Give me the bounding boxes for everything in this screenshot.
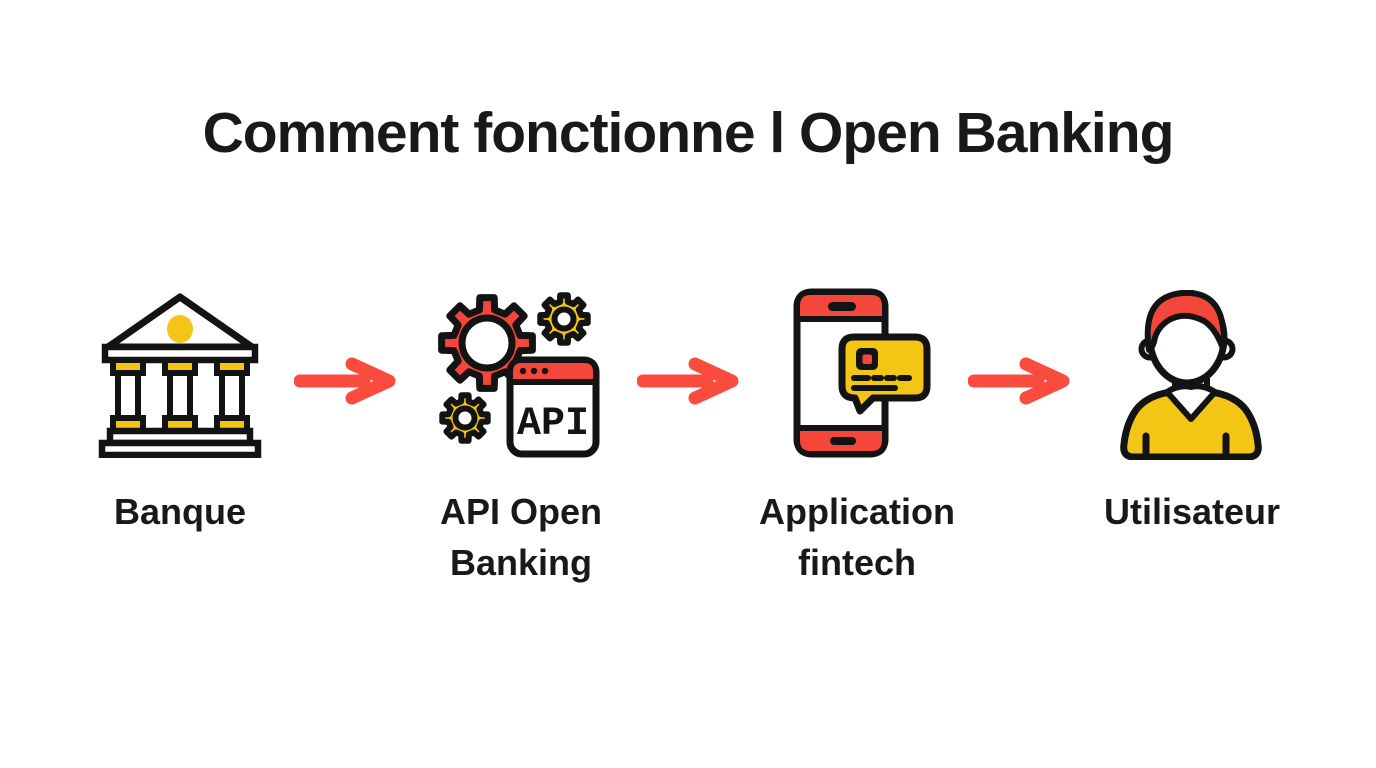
api-open-banking-icon: API [438, 286, 600, 458]
arrow-right-icon [294, 357, 396, 405]
pediment-dot [167, 315, 193, 343]
step-bank: Banque [55, 288, 305, 598]
hair [1144, 290, 1227, 353]
sleeve-lines [1142, 432, 1230, 460]
fintech-app-icon [793, 288, 931, 458]
step-label: Banque [113, 491, 246, 532]
gear-small-top [540, 295, 587, 342]
arrow-right-icon [637, 357, 739, 405]
api-window-text: API [517, 402, 589, 447]
arrow-right-icon [968, 357, 1070, 405]
bank-icon [98, 293, 262, 458]
credit-card-bubble [838, 333, 931, 415]
step-app: Application fintech [732, 288, 982, 598]
step-label: API Open Banking [439, 491, 603, 583]
step-api: API API Open Banking [396, 288, 646, 598]
bank-columns [110, 357, 250, 434]
page-title: Comment fonctionne l Open Banking [202, 101, 1175, 165]
collar [1164, 383, 1218, 422]
step-label: Utilisateur [1103, 491, 1281, 532]
step-label: Application fintech [759, 491, 955, 583]
step-user: Utilisateur [1067, 288, 1317, 598]
api-browser-window: API [506, 356, 600, 458]
user-icon [1120, 290, 1262, 460]
gear-small-bottom [442, 395, 487, 440]
gear-large [442, 298, 533, 389]
